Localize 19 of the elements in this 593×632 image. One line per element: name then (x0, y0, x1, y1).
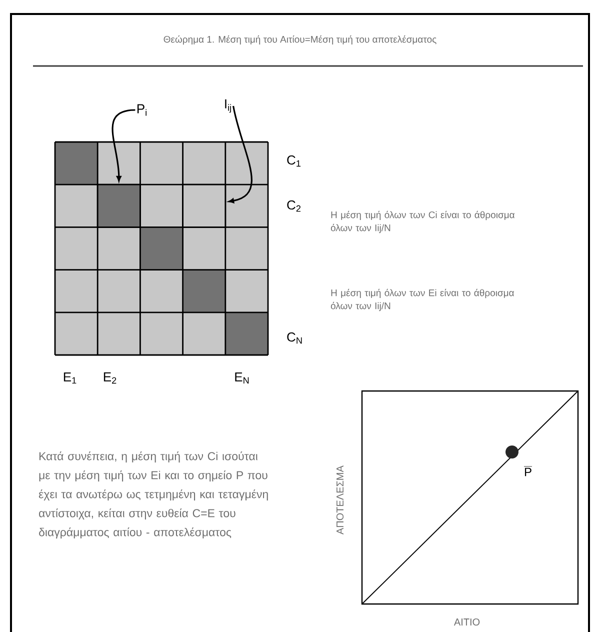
title: Θεώρημα 1. Μέση τιμή του Αιτίου=Μέση τιμή του αποτελέσματος (164, 35, 436, 45)
curved-arrow (228, 106, 252, 204)
matrix-cell (96, 184, 141, 228)
statement-text: Η μέση τιμή όλων των Ei είναι το άθροισμα όλων των Iij/N (330, 288, 514, 312)
axis-label: ΑΠΟΤΕΛΕΣΜΑ (336, 466, 344, 534)
row-label: C$_{N}$ (287, 332, 302, 344)
curved-arrow (112, 109, 136, 182)
row-label: C$_{2}$ (287, 200, 301, 212)
column-label: E$_{N}$ (235, 372, 249, 384)
column-label: E$_{2}$ (104, 372, 116, 384)
axis-label: ΑΙΤΙΟ (454, 618, 480, 626)
row-label: C$_{1}$ (287, 155, 301, 167)
matrix-cell (182, 184, 226, 228)
statement-text: Η μέση τιμή όλων των Ci είναι το άθροισμα όλων των Iij/N (330, 210, 515, 234)
column-label: E$_{1}$ (64, 372, 76, 384)
node-label: P$_{i}$ (137, 104, 146, 116)
point-label: P (524, 466, 532, 476)
paragraph-text: Κατά συνέπεια, η μέση τιμή των Ci ισούται με την μέση τιμή των Ei και το σημείο P που έχει τα ανωτέρω ως τετμημένη και τεταγμένη αντίστοιχα, κείται στην ευθεία C=E του διαγράμματος αιτίου - αποτελέσματος (38, 451, 268, 539)
node-label: I$_{ij}$ (225, 99, 231, 113)
